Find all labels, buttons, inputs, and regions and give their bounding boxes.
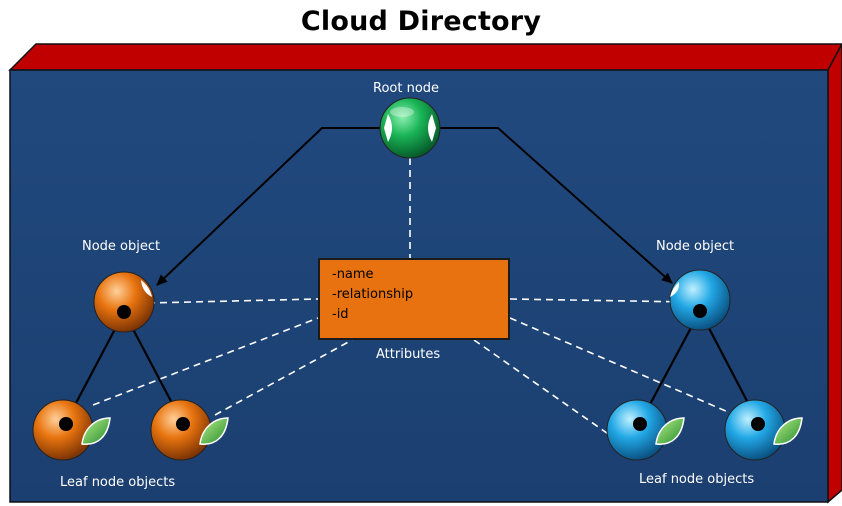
attribute-id: -id [332, 307, 349, 322]
node-object-left [93, 271, 155, 333]
leaf-node-right-2 [724, 399, 803, 461]
node-object-right-label: Node object [656, 239, 735, 254]
root-node [379, 97, 441, 159]
root-node-label: Root node [373, 81, 440, 96]
attribute-name: -name [332, 267, 374, 282]
attributes-box: -name -relationship -id [318, 258, 510, 340]
frame-top [8, 43, 842, 71]
leaf-icon [655, 417, 685, 445]
leaf-right-label: Leaf node objects [639, 472, 755, 487]
attribute-relationship: -relationship [332, 287, 414, 302]
leaf-icon [81, 417, 111, 445]
leaf-left-label: Leaf node objects [60, 475, 176, 490]
attributes-label: Attributes [376, 347, 441, 362]
leaf-icon [199, 417, 229, 445]
page-title: Cloud Directory [300, 6, 542, 37]
frame-side [827, 43, 842, 504]
leaf-node-left-1 [32, 399, 111, 461]
leaf-icon [773, 417, 803, 445]
leaf-node-right-1 [606, 399, 685, 461]
attribute-links [92, 158, 729, 439]
node-object-right [669, 269, 731, 331]
leaf-node-left-2 [150, 399, 229, 461]
node-object-left-label: Node object [82, 239, 161, 254]
root-arrows [156, 127, 673, 286]
